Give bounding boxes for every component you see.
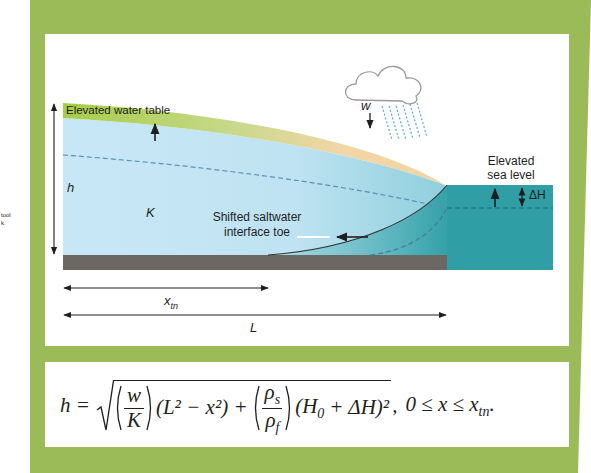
aquifer-base (63, 255, 447, 270)
dimension-label: xtn (164, 293, 178, 311)
equation-group: K (127, 408, 141, 432)
leader-line (297, 236, 330, 238)
parenthesis-symbol (146, 385, 154, 431)
aquifer (63, 118, 447, 255)
parenthesis-stroke (286, 386, 290, 430)
equation-term: K (127, 408, 141, 432)
equation-term: h = (60, 394, 90, 417)
water-table-band (63, 103, 445, 185)
label-text: tool (1, 212, 11, 218)
note-label: tool (1, 212, 11, 219)
figure-panel (45, 34, 569, 346)
label-text: K (146, 205, 155, 220)
dimension-label: ΔH (529, 188, 546, 202)
variable-label: h (67, 180, 74, 196)
label-text: ΔH (529, 188, 546, 202)
cloud (346, 66, 421, 103)
old-interface (370, 208, 447, 255)
rise-arrow (494, 189, 496, 207)
shift-arrow (337, 236, 368, 238)
variable-label: w (361, 98, 370, 114)
cloud-outline (346, 66, 421, 103)
old-sea-level (447, 207, 553, 208)
equation-term: (H (295, 394, 317, 418)
subscript: tn (171, 301, 179, 311)
callout-label: Elevated sea level (478, 154, 544, 183)
equation-term: w (127, 383, 141, 407)
rise-arrow (154, 124, 156, 141)
radical-symbol (96, 380, 114, 432)
subscript: s (275, 392, 280, 407)
old-water-table (63, 155, 445, 208)
label-text: Shifted saltwater interface toe (213, 210, 302, 239)
numerator: ρs (262, 381, 284, 408)
parenthesis-stroke (117, 386, 121, 430)
rain-streak (417, 103, 427, 137)
dimension-arrow (64, 314, 446, 315)
equation-term: , (392, 394, 397, 417)
subscript: f (275, 420, 279, 435)
rain (382, 103, 427, 140)
green-frame (30, 0, 591, 473)
parenthesis-symbol (252, 385, 260, 431)
numerator: w (124, 384, 144, 407)
equation-term: . (490, 392, 495, 416)
label-text: L (250, 320, 257, 335)
equation-panel (45, 362, 569, 447)
equation-group: ρf (265, 408, 279, 432)
parenthesis-symbol (114, 385, 122, 431)
label-text: Elevated water table (66, 104, 170, 116)
denominator: K (124, 408, 144, 432)
denominator: ρf (262, 408, 282, 436)
label-text: Elevated sea level (487, 154, 534, 182)
subscript: 0 (317, 406, 324, 421)
rain-streak (410, 104, 420, 138)
radical-stroke (97, 381, 114, 430)
parenthesis-symbol (285, 385, 293, 431)
variable-label: K (146, 205, 155, 221)
label-text: h (67, 180, 74, 195)
equation: h =wK(L² − x²) +ρsρf(H0+ ΔH)²,0 ≤ x ≤ xt… (60, 373, 495, 439)
recharge-arrow (369, 113, 370, 128)
callout-label: Shifted saltwater interface toe (205, 210, 309, 240)
note-label: k. (1, 220, 6, 227)
fraction: wK (124, 384, 144, 431)
region-label: Elevated water table (66, 104, 170, 118)
equation-group: (H0 (295, 395, 324, 422)
parenthesis-stroke (255, 386, 259, 430)
dimension-arrow (521, 188, 522, 206)
equation-term: 0 ≤ x ≤ x (405, 392, 478, 416)
label-text: k. (1, 220, 6, 226)
fraction: ρsρf (262, 381, 284, 435)
equation-group: 0 ≤ x ≤ xtn. (405, 393, 494, 420)
dimension-label: L (250, 320, 257, 336)
equation-term: ρ (265, 408, 275, 432)
subscript: tn (479, 404, 490, 419)
radicand: wK(L² − x²) +ρsρf(H0+ ΔH)² (114, 380, 391, 432)
equation-term: + ΔH)² (329, 396, 389, 419)
equation-term: ρ (265, 380, 275, 404)
dimension-arrow (64, 287, 268, 288)
label-text: x (164, 293, 171, 308)
label-text: w (361, 98, 370, 113)
equation-group: ρs (265, 380, 281, 404)
rain-streak (403, 105, 413, 139)
equation-group: w (127, 383, 141, 407)
dimension-arrow (53, 104, 54, 254)
rain-streak (396, 106, 406, 140)
equation-term: (L² − x²) + (156, 396, 248, 419)
parenthesis-stroke (147, 386, 151, 430)
sea (447, 185, 553, 270)
